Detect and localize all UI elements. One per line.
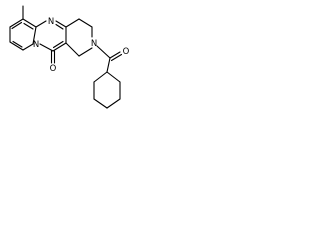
bond-ch-4 bbox=[93, 98, 108, 109]
bond-py-1 bbox=[9, 18, 24, 28]
bond-acyl-ring bbox=[106, 57, 111, 73]
bond-py-6-inner bbox=[23, 22, 34, 30]
bond-tp-4 bbox=[78, 47, 93, 57]
atom-label-bridgehead-n: N bbox=[33, 40, 39, 50]
bond-py-6 bbox=[22, 18, 37, 28]
bond-pm-4 bbox=[52, 42, 67, 52]
atom-label-acyl-carbonyl-o: O bbox=[123, 47, 130, 57]
bond-tp-5 bbox=[65, 42, 80, 57]
bond-pm-1 bbox=[35, 20, 47, 28]
bond-pm-5 bbox=[39, 43, 54, 52]
bond-py-3 bbox=[9, 41, 24, 51]
bond-py-1-inner bbox=[11, 21, 23, 30]
chemical-structure: N N N O O bbox=[9, 5, 130, 109]
bond-ch-3 bbox=[106, 98, 121, 109]
bond-py-5 bbox=[32, 26, 37, 45]
bond-pm-2 bbox=[55, 20, 67, 28]
bond-amide-n-c bbox=[96, 45, 111, 59]
bond-py-4 bbox=[22, 43, 34, 51]
bond-pm-4-inner bbox=[52, 40, 64, 49]
bond-py-3-inner bbox=[12, 40, 23, 48]
bond-tp-1 bbox=[65, 18, 80, 28]
bond-ch-1 bbox=[106, 71, 121, 83]
bond-tp-2 bbox=[78, 18, 93, 28]
bond-ch-6 bbox=[93, 71, 108, 83]
bond-acyl-co-1 bbox=[109, 51, 121, 59]
atom-label-ring-carbonyl-o: O bbox=[50, 64, 57, 74]
bond-pm-2-inner bbox=[55, 23, 64, 30]
bond-acyl-co-2 bbox=[110, 53, 123, 62]
atom-label-pyrimidine-n: N bbox=[48, 17, 54, 27]
atom-label-amide-n: N bbox=[91, 39, 97, 49]
